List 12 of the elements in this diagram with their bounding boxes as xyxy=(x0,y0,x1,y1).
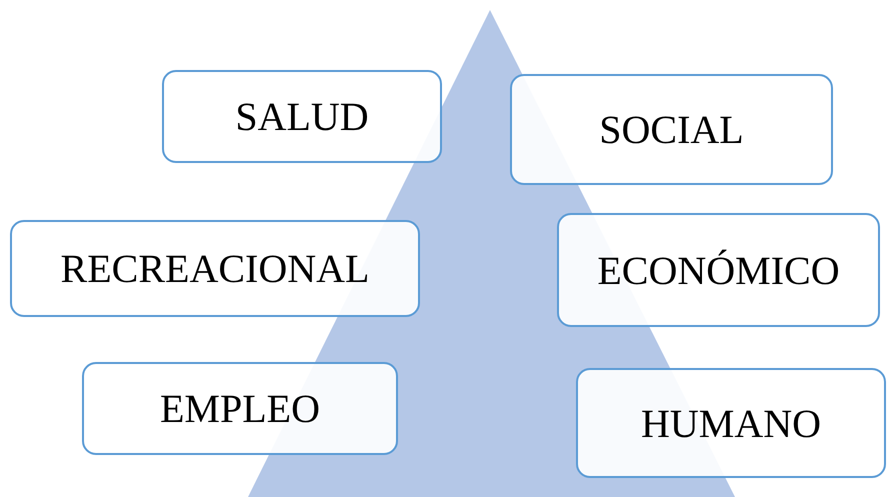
box-label: SALUD xyxy=(235,93,369,140)
box-label: ECONÓMICO xyxy=(597,246,840,294)
box-label: RECREACIONAL xyxy=(60,245,370,292)
rounded-box xyxy=(10,220,420,317)
rounded-box xyxy=(510,74,833,185)
rounded-box xyxy=(576,368,886,478)
rounded-box xyxy=(82,362,398,455)
rounded-box xyxy=(557,213,880,327)
box-label: EMPLEO xyxy=(160,385,320,432)
box-label: SOCIAL xyxy=(599,106,744,153)
rounded-box xyxy=(162,70,442,163)
box-label: HUMANO xyxy=(641,400,821,446)
